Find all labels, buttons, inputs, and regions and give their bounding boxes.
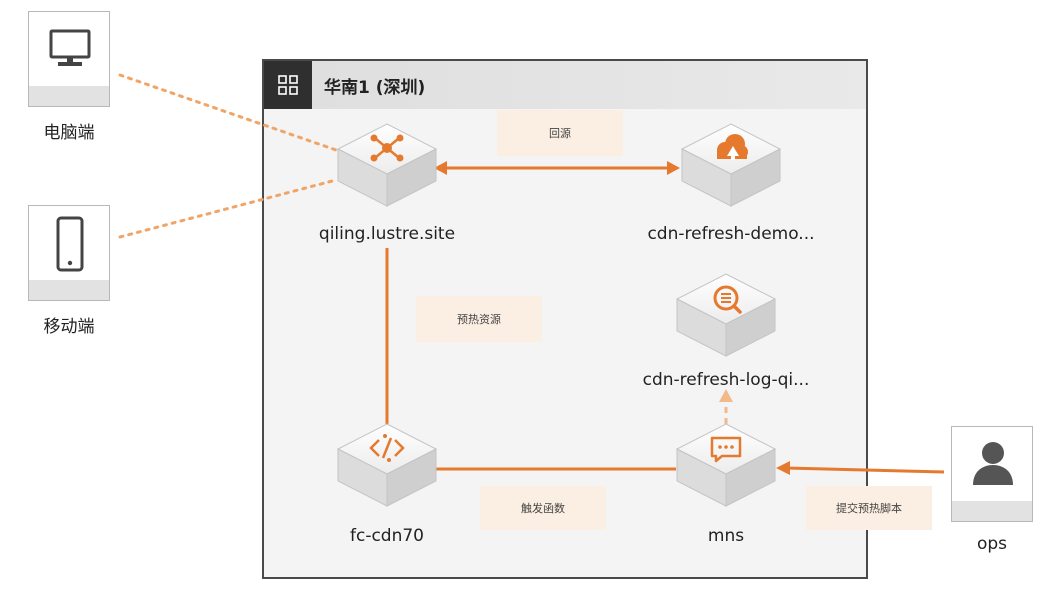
arrowhead-to-mns xyxy=(776,461,790,475)
arrowhead-right xyxy=(667,161,680,175)
fc-label: fc-cdn70 xyxy=(349,526,424,546)
mns-label: mns xyxy=(707,526,745,546)
arrowhead-left xyxy=(434,161,447,175)
cdn-label: qiling.lustre.site xyxy=(318,224,456,244)
device-footer xyxy=(29,86,109,106)
grid-icon xyxy=(264,61,312,109)
function-compute-icon xyxy=(369,434,405,462)
pc-label: 电脑端 xyxy=(43,123,95,143)
edge-label-submit: 提交预热脚本 xyxy=(806,486,932,530)
ops-label: ops xyxy=(976,534,1008,554)
cdn-icon xyxy=(370,134,404,162)
oss-node[interactable] xyxy=(681,123,781,207)
phone-icon xyxy=(56,216,84,272)
log-label: cdn-refresh-log-qi... xyxy=(642,370,810,390)
monitor-icon xyxy=(49,29,91,66)
mobile-client[interactable] xyxy=(28,205,110,301)
edge-label-trigger: 触发函数 xyxy=(480,486,606,530)
oss-icon xyxy=(717,134,748,160)
message-queue-icon xyxy=(710,436,742,463)
oss-label: cdn-refresh-demo... xyxy=(647,224,815,244)
ops-mns-link xyxy=(785,466,945,474)
region-header: 华南1 (深圳) xyxy=(264,61,866,109)
ops-client[interactable] xyxy=(951,426,1033,522)
fc-node[interactable] xyxy=(337,423,437,507)
arrowhead-up xyxy=(719,389,733,402)
log-service-icon xyxy=(713,285,742,314)
mobile-label: 移动端 xyxy=(43,317,95,337)
region-title: 华南1 (深圳) xyxy=(324,78,426,98)
device-footer xyxy=(952,501,1032,521)
cdn-node[interactable] xyxy=(337,123,437,207)
edge-label-preheat: 预热资源 xyxy=(416,296,542,342)
device-footer xyxy=(29,280,109,300)
mobile-to-cdn-link xyxy=(118,178,338,239)
user-icon xyxy=(973,442,1013,485)
pc-client[interactable] xyxy=(28,11,110,107)
log-node[interactable] xyxy=(676,273,776,357)
pc-to-cdn-link xyxy=(118,73,338,152)
mns-node[interactable] xyxy=(676,423,776,507)
edge-label-back-to-origin: 回源 xyxy=(497,110,623,156)
